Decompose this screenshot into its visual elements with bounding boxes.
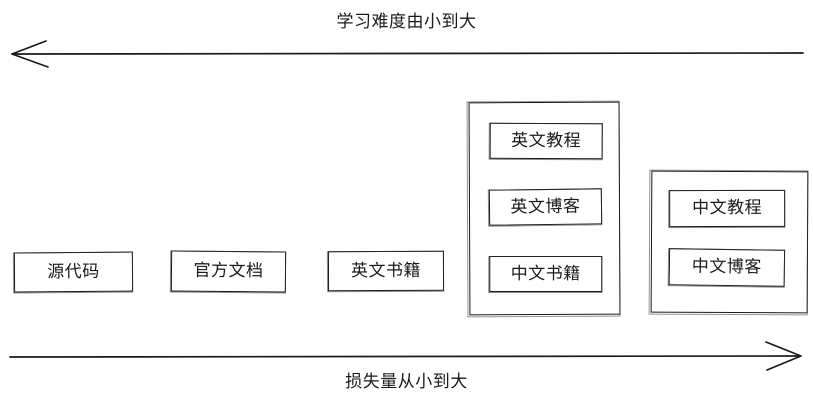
top-axis-label: 学习难度由小到大: [336, 12, 477, 32]
top-axis-arrow-left: [10, 36, 804, 72]
bottom-axis-label: 损失量从小到大: [345, 372, 468, 392]
group-chinese-media[interactable]: 中文教程 中文博客: [650, 170, 809, 314]
node-chinese-blog[interactable]: 中文博客: [668, 248, 786, 287]
node-english-books-label: 英文书籍: [350, 260, 422, 281]
node-source-code-label: 源代码: [47, 261, 100, 282]
node-chinese-tutorial-label: 中文教程: [692, 197, 763, 219]
node-chinese-blog-label: 中文博客: [691, 256, 763, 278]
bottom-axis-arrow-right: [9, 338, 803, 374]
node-english-blog[interactable]: 英文博客: [488, 188, 603, 226]
node-chinese-tutorial[interactable]: 中文教程: [669, 189, 786, 228]
node-english-tutorial-label: 英文教程: [511, 130, 582, 151]
group-english-media[interactable]: 英文教程 英文博客 中文书籍: [468, 101, 621, 316]
node-source-code[interactable]: 源代码: [13, 251, 134, 293]
node-chinese-books-label: 中文书籍: [510, 263, 581, 284]
node-english-blog-label: 英文博客: [510, 196, 581, 217]
node-official-docs[interactable]: 官方文档: [170, 250, 287, 293]
node-english-tutorial[interactable]: 英文教程: [489, 122, 603, 160]
node-english-books[interactable]: 英文书籍: [327, 250, 445, 292]
node-official-docs-label: 官方文档: [193, 260, 264, 282]
node-chinese-books[interactable]: 中文书籍: [489, 255, 603, 293]
